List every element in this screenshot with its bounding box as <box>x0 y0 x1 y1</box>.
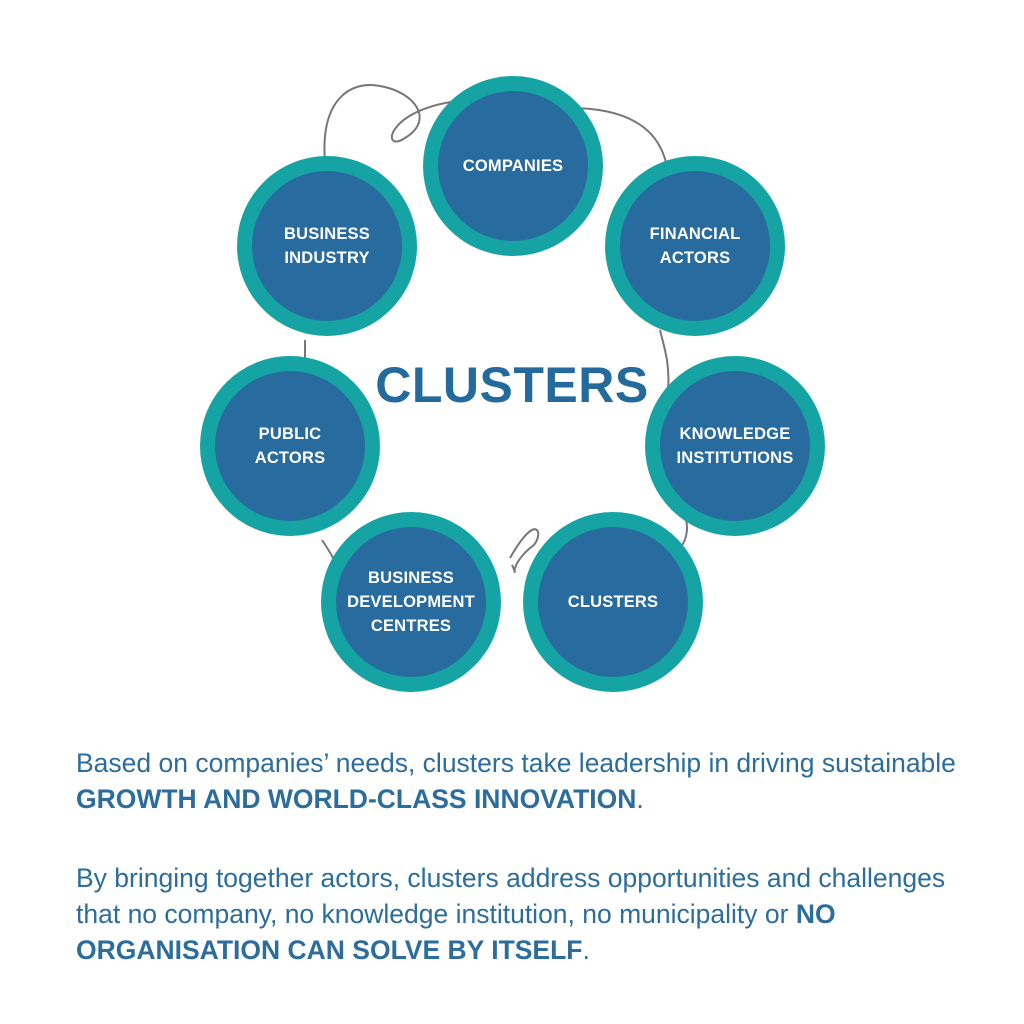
paragraph-emphasis: NO ORGANISATION CAN SOLVE BY ITSELF <box>76 899 836 965</box>
cluster-diagram: COMPANIES FINANCIAL ACTORS KNOWLEDGE INS… <box>200 76 825 692</box>
node-label: COMPANIES <box>462 157 564 175</box>
paragraph-period: . <box>582 935 590 965</box>
node-financial-actors: FINANCIAL ACTORS <box>605 156 785 336</box>
node-label: BUSINESS DEVELOPMENT CENTRES <box>347 569 475 635</box>
node-business-development-centres: BUSINESS DEVELOPMENT CENTRES <box>321 512 501 692</box>
node-public-actors: PUBLIC ACTORS <box>200 356 380 536</box>
paragraph-solve: By bringing together actors, clusters ad… <box>76 860 976 968</box>
node-label: CLUSTERS <box>567 593 659 611</box>
paragraph-text: By bringing together actors, clusters ad… <box>76 863 946 929</box>
node-clusters: CLUSTERS <box>523 512 703 692</box>
paragraph-period: . <box>636 784 644 814</box>
node-label: PUBLIC ACTORS <box>254 425 326 467</box>
node-companies: COMPANIES <box>423 76 603 256</box>
connector-line <box>304 84 688 574</box>
paragraph-text: Based on companies’ needs, clusters take… <box>76 748 956 778</box>
center-title: CLUSTERS <box>375 357 649 413</box>
node-label: KNOWLEDGE INSTITUTIONS <box>676 425 794 467</box>
paragraph-growth: Based on companies’ needs, clusters take… <box>76 745 976 817</box>
node-knowledge-institutions: KNOWLEDGE INSTITUTIONS <box>645 356 825 536</box>
node-label: BUSINESS INDUSTRY <box>284 225 370 267</box>
node-business-industry: BUSINESS INDUSTRY <box>237 156 417 336</box>
node-label: FINANCIAL ACTORS <box>649 225 741 267</box>
paragraph-emphasis: GROWTH AND WORLD-CLASS INNOVATION <box>76 784 637 814</box>
